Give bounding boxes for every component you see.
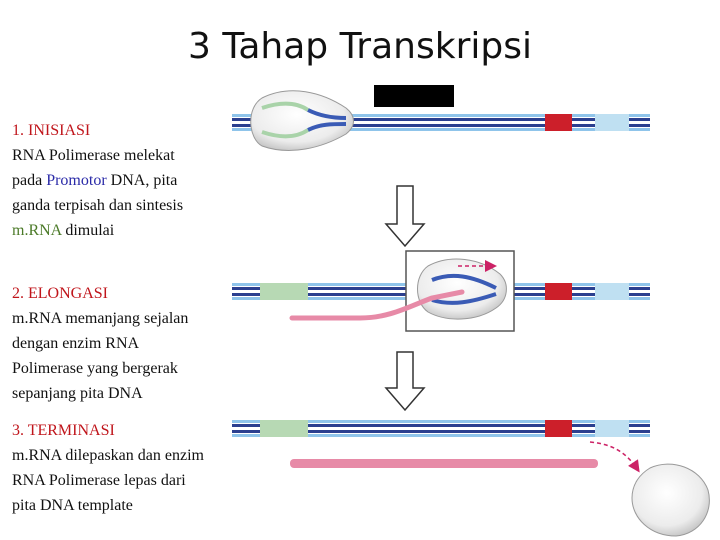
mrna-strand-3 xyxy=(290,459,598,468)
step-line: m.RNA dimulai xyxy=(12,218,183,243)
promotor-term: Promotor xyxy=(46,172,106,189)
promoter-region-2 xyxy=(260,283,308,300)
step-initiation: 1. INISIASI RNA Polimerase melekat pada … xyxy=(12,118,183,243)
terminator-region-2 xyxy=(545,283,572,300)
step-elongation: 2. ELONGASI m.RNA memanjang sejalan deng… xyxy=(12,281,188,406)
step-line: dengan enzim RNA xyxy=(12,331,188,356)
step-line: pita DNA template xyxy=(12,493,204,518)
step-header: 3. TERMINASI xyxy=(12,418,204,443)
terminator-region-3 xyxy=(545,420,572,437)
terminator-region-1 xyxy=(545,114,572,131)
step-line: RNA Polimerase lepas dari xyxy=(12,468,204,493)
step-header: 1. INISIASI xyxy=(12,118,183,143)
step-line: m.RNA memanjang sejalan xyxy=(12,306,188,331)
step-line: sepanjang pita DNA xyxy=(12,381,188,406)
mrna-term: m.RNA xyxy=(12,222,61,239)
rna-polymerase-1 xyxy=(251,91,354,151)
down-arrow-icon xyxy=(386,352,424,410)
promoter-region-3 xyxy=(260,420,308,437)
step-line: ganda terpisah dan sintesis xyxy=(12,193,183,218)
step-termination: 3. TERMINASI m.RNA dilepaskan dan enzim … xyxy=(12,418,204,518)
step-line: Polimerase yang bergerak xyxy=(12,356,188,381)
step-line: pada Promotor DNA, pita xyxy=(12,168,183,193)
step-line: m.RNA dilepaskan dan enzim xyxy=(12,443,204,468)
step-header: 2. ELONGASI xyxy=(12,281,188,306)
step-line: RNA Polimerase melekat xyxy=(12,143,183,168)
down-arrow-icon xyxy=(386,186,424,246)
rna-polymerase-3 xyxy=(632,464,709,536)
black-label-box xyxy=(374,85,454,107)
dna-strand-3 xyxy=(232,420,650,437)
